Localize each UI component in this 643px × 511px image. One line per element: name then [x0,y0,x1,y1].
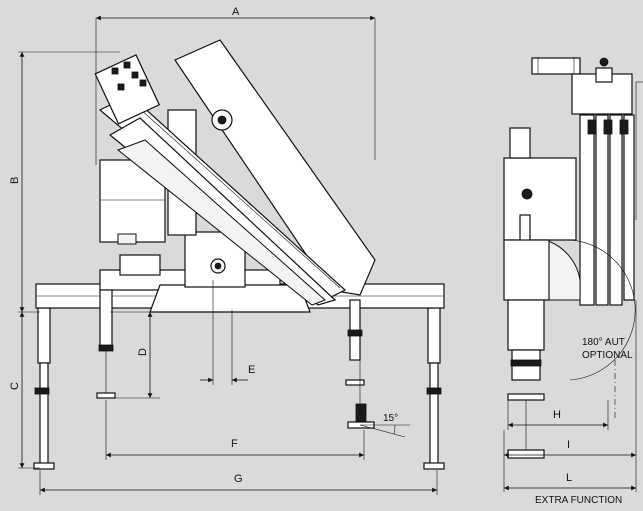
dimension-a-label: A [232,6,240,18]
dimension-c-label: C [9,382,21,390]
boom-top-block [531,57,581,75]
front-view-dimensions: H I L EXTRA FUNCTION [503,300,637,506]
slew-angle-label: 15° [383,413,398,424]
dimension-d-label: D [137,348,149,356]
dimension-i-label: I [567,439,570,451]
crane-front-view: 180° AUT OPTIONAL [503,57,643,459]
rotation-label-line1: 180° AUT [582,337,625,348]
extra-function-label: EXTRA FUNCTION [535,495,622,506]
dimension-g-label: G [234,473,243,485]
crane-base [119,231,311,313]
left-stabilizer-leg [33,307,55,470]
side-view-dimensions: A B C D E F G [9,6,438,495]
front-control-box [503,127,577,241]
dimension-l-label: L [566,472,572,484]
crane-side-view: 15° [33,39,445,470]
front-boom-pack [571,57,643,306]
slew-angle-annotation: 15° [359,413,410,438]
dimension-b-label: B [9,177,21,184]
dimension-f-label: F [231,438,238,450]
extension-booms [98,94,347,306]
dimension-h-label: H [553,409,561,421]
right-stabilizer-leg [423,307,445,470]
control-box [99,159,166,245]
main-boom [174,39,376,296]
front-stabilizer-leg [503,239,550,459]
rotation-arc [559,239,636,381]
inner-support-leg-left [96,289,116,399]
dimension-e-label: E [248,364,255,376]
hydraulic-valves [94,54,161,125]
inner-support-leg-right [345,299,365,386]
rotation-label-line2: OPTIONAL [582,350,633,361]
